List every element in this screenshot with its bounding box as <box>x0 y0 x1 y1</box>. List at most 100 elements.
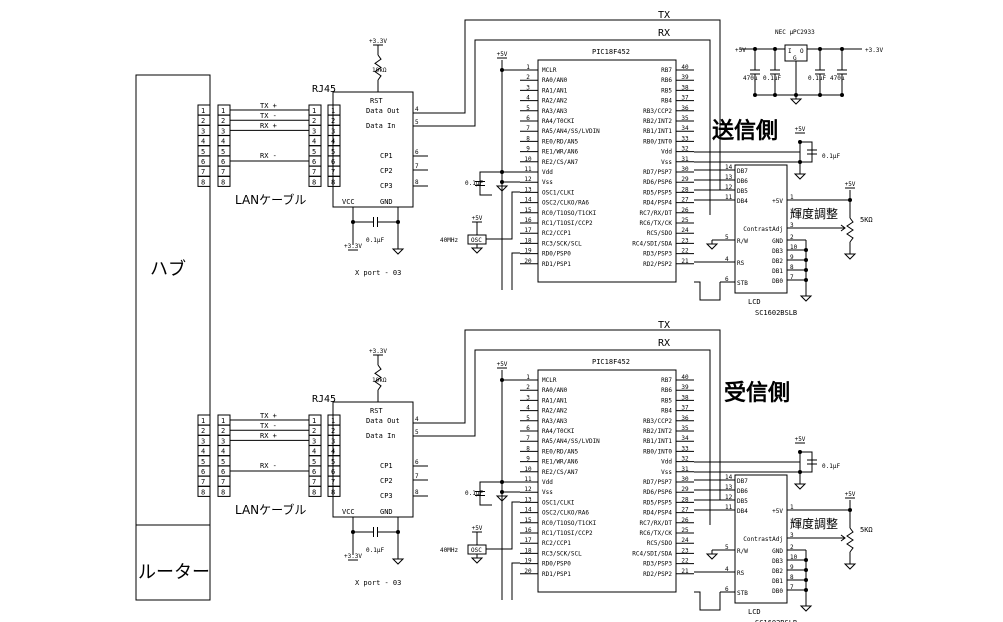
pin-num: 8 <box>415 179 419 186</box>
pin-cell <box>327 485 341 497</box>
xport-pin: CP3 <box>380 492 393 500</box>
pot-wiper-arrow <box>800 534 846 542</box>
junction-dot <box>500 68 504 72</box>
mcu-pin-label: RB7 <box>661 377 672 384</box>
pin-number: 5 <box>201 458 205 466</box>
supply-icon: +5V <box>795 126 806 134</box>
pin-num: 38 <box>681 84 689 91</box>
xport-pin: VCC <box>342 198 355 206</box>
ground-icon <box>495 492 509 502</box>
ground-icon <box>705 240 719 250</box>
pin-number: 1 <box>201 417 205 425</box>
supply-label: +5V <box>795 436 806 443</box>
pin-number: 2 <box>221 117 225 125</box>
wire-label: TX + <box>260 102 277 110</box>
pin-number: 1 <box>221 417 225 425</box>
mcu-pin-label: RD5/PSP5 <box>643 499 672 506</box>
pin-number: 5 <box>221 148 225 156</box>
wire <box>486 501 520 550</box>
mcu-pin-label: RE2/CS/AN7 <box>542 469 579 476</box>
pin-num: 4 <box>725 256 729 263</box>
pin-number: 7 <box>312 168 316 176</box>
cap-value: 0.1μF <box>822 463 840 470</box>
pin-num: 16 <box>524 527 532 534</box>
resistor-value: 10kΩ <box>372 377 387 384</box>
lcd-pin-label: DB6 <box>737 488 748 495</box>
pin-num: 1 <box>790 504 794 511</box>
pin-num: 3 <box>526 84 530 91</box>
mcu-pin-label: RC3/SCK/SCL <box>542 240 582 247</box>
supply-icon: +5V <box>845 181 856 189</box>
capacitor-icon <box>807 452 817 472</box>
pin-num: 5 <box>415 429 419 436</box>
pin-num: 35 <box>681 115 689 122</box>
pin-cell <box>308 175 322 187</box>
mcu-pin-label: RA4/T0CKI <box>542 428 575 435</box>
mcu-pin-label: RE1/WR/AN6 <box>542 149 579 156</box>
junction-dot <box>804 578 808 582</box>
lcd-pin-label: R/W <box>737 548 748 555</box>
mcu-pin-label: RA5/AN4/SS/LVDIN <box>542 128 600 135</box>
ground-icon <box>470 554 484 564</box>
rx-wire <box>428 39 711 215</box>
ground-icon <box>789 95 803 105</box>
mcu-name: PIC18F452 <box>592 358 630 366</box>
pin-number: 3 <box>221 437 225 445</box>
junction-dot <box>351 220 355 224</box>
resistor-zigzag <box>846 527 854 553</box>
ground-triangle <box>789 98 803 105</box>
wire-label: RX + <box>260 122 277 130</box>
lcd-pin-label: GND <box>772 238 783 245</box>
lcd-pin-label: GND <box>772 548 783 555</box>
pin-num: 1 <box>526 374 530 381</box>
pin-num: 4 <box>415 106 419 113</box>
pin-number: 8 <box>221 488 225 496</box>
mcu-pin-label: RC2/CCP1 <box>542 230 571 237</box>
cap-value: 0.1μF <box>465 180 483 187</box>
lcd-pin-label: DB4 <box>737 198 748 205</box>
supply-icon: +3.3V <box>344 243 362 251</box>
pin-num: 37 <box>681 95 689 102</box>
pin-num: 17 <box>524 227 532 234</box>
mcu-pin-label: RE2/CS/AN7 <box>542 159 579 166</box>
pin-number: 5 <box>312 148 316 156</box>
pin-cell <box>327 175 341 187</box>
supply-icon: +5V <box>497 361 508 369</box>
mcu-pin-label: RD2/PSP2 <box>643 261 672 268</box>
resistor-icon <box>374 54 382 81</box>
mcu-pin-label: MCLR <box>542 377 557 384</box>
pin-num: 28 <box>681 496 689 503</box>
xport-name: X port - 03 <box>355 269 401 277</box>
pin-num: 13 <box>524 496 532 503</box>
supply-label: +3.3V <box>369 348 387 355</box>
supply-icon: +3.3V <box>369 38 387 46</box>
pin-num: 4 <box>725 566 729 573</box>
rj45-label: RJ45 <box>312 84 336 95</box>
xport-pin: CP2 <box>380 477 393 485</box>
pin-num: 31 <box>681 466 689 473</box>
pin-num: 11 <box>725 504 733 511</box>
mcu-pin-label: RB5 <box>661 87 672 94</box>
pin-num: 27 <box>681 507 689 514</box>
pin-num: 11 <box>725 194 733 201</box>
wire <box>479 171 492 196</box>
pin-num: 34 <box>681 125 689 132</box>
side-label: 受信側 <box>724 380 790 406</box>
supply-label: +5V <box>497 361 508 368</box>
supply-icon: +5V <box>845 491 856 499</box>
pin-num: 27 <box>681 197 689 204</box>
wire <box>800 141 813 163</box>
pin-number: 8 <box>201 178 205 186</box>
lcd-name: LCD <box>748 298 761 306</box>
mcu-pin-label: RC1/T1OSI/CCP2 <box>542 530 593 537</box>
pin-num: 6 <box>725 586 729 593</box>
pin-num: 7 <box>526 435 530 442</box>
lcd-pin-label: DB5 <box>737 188 748 195</box>
pin-number: 7 <box>221 478 225 486</box>
capacitor-icon <box>837 49 847 95</box>
ground-triangle <box>470 247 484 254</box>
pin-number: 6 <box>312 468 316 476</box>
